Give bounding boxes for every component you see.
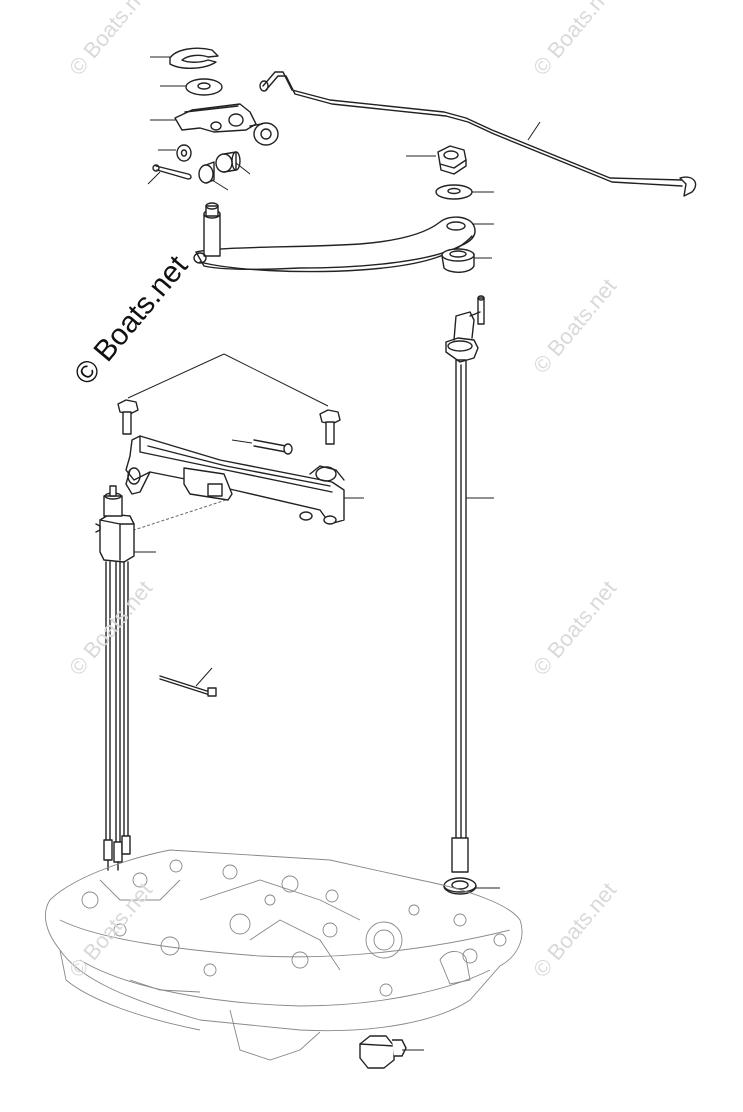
part-washer-right[interactable] xyxy=(435,184,494,200)
part-cotter-pin[interactable] xyxy=(147,164,192,185)
part-housing-base[interactable] xyxy=(44,849,523,1061)
part-arm-lever[interactable] xyxy=(193,202,494,273)
bolt-leader-lines xyxy=(127,353,329,407)
part-grommet-bottom[interactable] xyxy=(443,877,500,895)
part-bushing[interactable] xyxy=(198,161,229,191)
part-switch-sender[interactable] xyxy=(95,485,156,871)
part-vertical-shaft[interactable] xyxy=(445,295,494,873)
part-clip[interactable] xyxy=(150,47,219,69)
part-bolt-left[interactable] xyxy=(117,399,139,435)
part-cable-tie[interactable] xyxy=(159,667,217,697)
part-small-washer[interactable] xyxy=(158,144,192,162)
part-locknut[interactable] xyxy=(406,145,467,175)
part-fitting-bottom[interactable] xyxy=(359,1035,424,1069)
housing-holes xyxy=(81,859,507,997)
part-linkage-rod[interactable] xyxy=(259,71,697,197)
part-lever-bracket[interactable] xyxy=(150,103,279,146)
part-washer-top[interactable] xyxy=(160,78,223,96)
part-bolt-right[interactable] xyxy=(319,409,341,445)
part-pin-screw[interactable] xyxy=(231,439,293,455)
part-spacer[interactable] xyxy=(215,151,251,175)
part-mount-bracket[interactable] xyxy=(125,435,364,531)
part-grommet-right[interactable] xyxy=(441,248,492,273)
